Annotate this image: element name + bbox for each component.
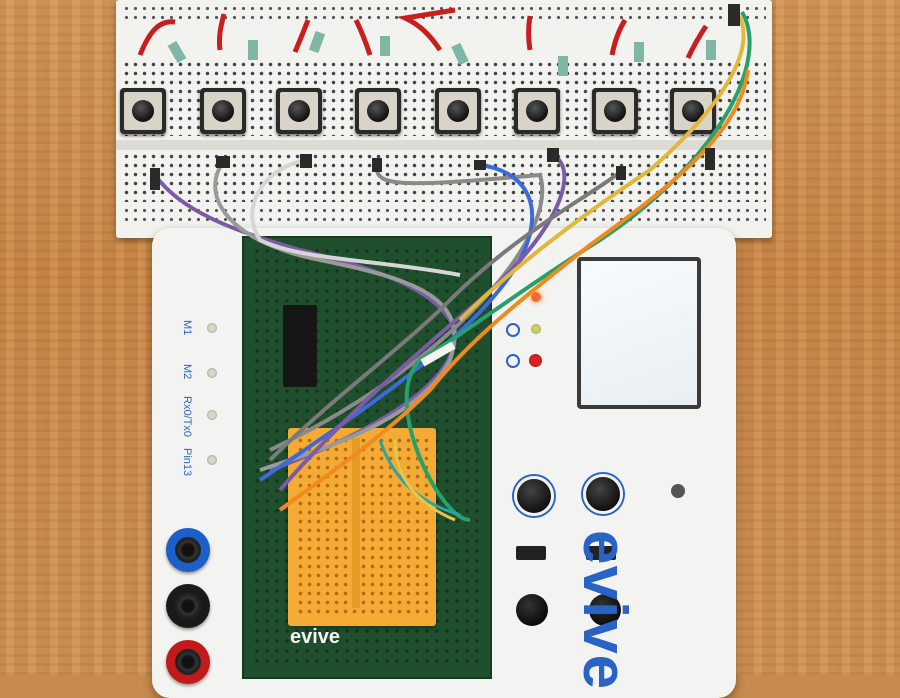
bottom-hole-block: [122, 152, 766, 202]
pin13-led-icon: [207, 455, 217, 465]
banana-jack-icon: [175, 537, 201, 563]
mini-breadboard-channel: [352, 438, 360, 608]
push-button-3[interactable]: [276, 88, 322, 134]
tactile-switch-2[interactable]: [589, 594, 621, 626]
rx-tx-led-icon: [207, 410, 217, 420]
label-m1: M1: [181, 320, 193, 336]
ic-chip: [283, 305, 317, 387]
tft-screen: [577, 257, 701, 409]
push-button-icon: [367, 100, 389, 122]
top-power-rail: [122, 4, 766, 24]
banana-jack-icon: [175, 649, 201, 675]
push-button-icon: [604, 100, 626, 122]
label-rx0-tx0: Rx0/Tx0: [181, 396, 193, 437]
push-button-6[interactable]: [514, 88, 560, 134]
push-button-7[interactable]: [592, 88, 638, 134]
mini-breadboard-holes: [296, 436, 428, 618]
slide-switch-1[interactable]: [516, 546, 546, 560]
red-banana-jack[interactable]: [166, 640, 210, 684]
evive-logo-vertical: evive: [570, 530, 639, 691]
mini-breadboard: [288, 428, 436, 626]
push-button-1[interactable]: [120, 88, 166, 134]
label-pin13: Pin13: [181, 448, 193, 477]
power-led-icon: [531, 292, 541, 302]
m2-led-icon: [207, 368, 217, 378]
potentiometer-2[interactable]: [583, 474, 623, 514]
blue-banana-jack[interactable]: [166, 528, 210, 572]
push-button-icon: [212, 100, 234, 122]
push-button-5[interactable]: [435, 88, 481, 134]
push-button-icon: [447, 100, 469, 122]
push-button-icon: [526, 100, 548, 122]
banana-jack-icon: [175, 593, 201, 619]
reset-button[interactable]: [529, 354, 542, 367]
status-led-icon: [531, 324, 541, 334]
potentiometer-1[interactable]: [514, 476, 554, 516]
push-button-8[interactable]: [670, 88, 716, 134]
black-banana-jack[interactable]: [166, 584, 210, 628]
center-groove: [116, 140, 772, 150]
power-icon: [506, 323, 520, 337]
bottom-power-rail: [122, 206, 766, 226]
m1-led-icon: [207, 323, 217, 333]
light-sensor-icon: [671, 484, 685, 498]
label-m2: M2: [181, 364, 193, 380]
push-button-icon: [132, 100, 154, 122]
push-button-icon: [288, 100, 310, 122]
evive-logo-pcb: evive: [290, 626, 341, 648]
push-button-icon: [682, 100, 704, 122]
slide-switch-2[interactable]: [586, 546, 616, 560]
reset-icon: [506, 354, 520, 368]
tactile-switch-1[interactable]: [516, 594, 548, 626]
push-button-4[interactable]: [355, 88, 401, 134]
push-button-2[interactable]: [200, 88, 246, 134]
tft-screen-icon: [581, 261, 697, 405]
